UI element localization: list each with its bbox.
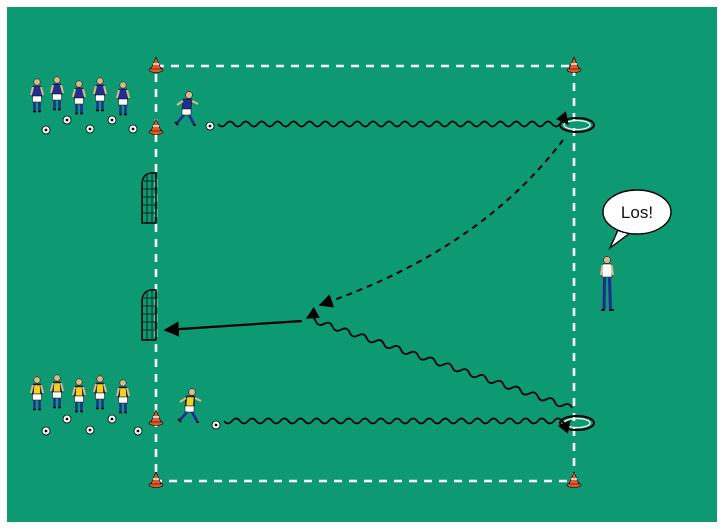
ball-icon — [86, 426, 94, 434]
ball-icon — [212, 421, 220, 429]
ball-icon — [129, 125, 137, 133]
ball-icon — [42, 126, 50, 134]
ball-icon — [108, 415, 116, 423]
ball-icon — [134, 427, 142, 435]
ball-icon — [206, 122, 214, 130]
ball-icon — [86, 125, 94, 133]
ball-icon — [63, 415, 71, 423]
ball-icon — [63, 116, 71, 124]
ball-icon — [108, 116, 116, 124]
ball-icon — [42, 427, 50, 435]
coach-call-text: Los! — [621, 203, 653, 222]
